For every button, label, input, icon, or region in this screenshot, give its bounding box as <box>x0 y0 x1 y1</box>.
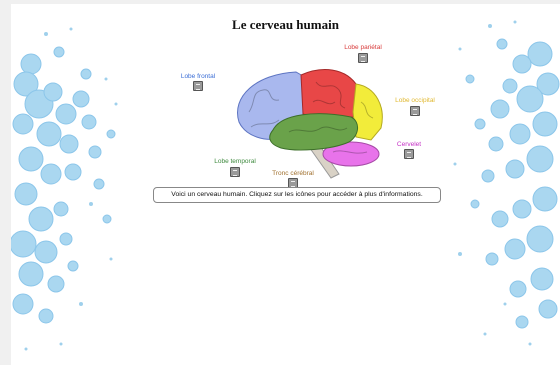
page-title: Le cerveau humain <box>11 17 560 33</box>
lobe-parietal-region <box>301 70 359 118</box>
label-lobe-parietal: Lobe pariétal <box>344 44 382 51</box>
label-lobe-temporal: Lobe temporal <box>214 158 256 165</box>
info-book-icon-occipital[interactable] <box>410 106 420 116</box>
info-book-icon-parietal[interactable] <box>358 53 368 63</box>
info-book-icon-frontal[interactable] <box>193 81 203 91</box>
info-book-icon-temporal[interactable] <box>230 167 240 177</box>
label-tronc-cerebral: Tronc cérébral <box>272 170 314 177</box>
label-lobe-occipital: Lobe occipital <box>395 97 435 104</box>
page: Le cerveau humain Lobe frontal Lobe pari… <box>11 4 560 365</box>
label-cervelet: Cervelet <box>397 141 421 148</box>
instruction-caption: Voici un cerveau humain. Cliquez sur les… <box>153 187 441 203</box>
left-splash-decoration <box>11 4 141 365</box>
right-splash-decoration <box>430 4 560 365</box>
label-lobe-frontal: Lobe frontal <box>181 73 215 80</box>
info-book-icon-cervelet[interactable] <box>404 149 414 159</box>
